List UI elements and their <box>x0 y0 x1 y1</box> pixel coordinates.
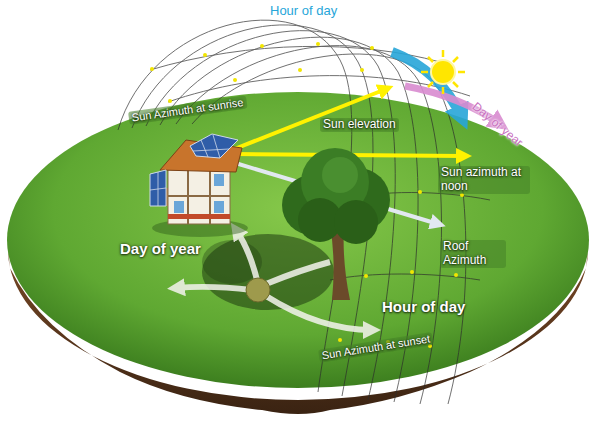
art-part <box>236 230 258 284</box>
art-part <box>454 273 458 277</box>
tree <box>282 148 390 300</box>
art-part <box>174 201 184 213</box>
art-part <box>453 82 458 87</box>
axis-label: Hour of day <box>382 298 465 315</box>
art-part <box>330 274 480 280</box>
art-part <box>392 52 462 118</box>
art-part <box>201 140 208 157</box>
axis-label: Day of year <box>120 240 201 257</box>
angle-label: Roof Azimuth <box>440 240 506 268</box>
art-part <box>334 200 378 244</box>
art-part <box>364 274 368 278</box>
art-part <box>360 68 364 72</box>
art-part <box>266 296 372 330</box>
art-part <box>132 25 373 396</box>
art-part <box>460 193 464 197</box>
art-part <box>168 195 230 197</box>
arc-label: Hour of day <box>270 4 337 19</box>
art-part <box>150 67 154 71</box>
art-part <box>298 68 302 72</box>
art-part <box>428 57 433 62</box>
art-part <box>168 99 172 103</box>
angle-label: Sun elevation <box>320 118 399 132</box>
art-part <box>266 262 330 284</box>
art-part <box>190 134 238 158</box>
art-part <box>316 42 320 46</box>
art-part <box>150 170 166 206</box>
art-part <box>442 50 445 57</box>
art-part <box>421 50 465 94</box>
art-part <box>458 71 465 74</box>
art-part <box>193 149 229 151</box>
art-part <box>421 71 428 74</box>
art-part <box>322 157 358 193</box>
art-part <box>410 270 414 274</box>
art-part <box>213 135 220 158</box>
art-part <box>214 174 224 186</box>
angle-label: Sun azimuth at noon <box>438 166 530 194</box>
art-part <box>418 190 422 194</box>
house <box>150 134 248 237</box>
art-part <box>338 338 342 342</box>
observer-point <box>246 278 270 302</box>
art-part <box>453 57 458 62</box>
art-part <box>7 92 589 388</box>
art-part <box>150 188 166 190</box>
ground-disk <box>7 92 589 414</box>
art-part <box>431 60 455 84</box>
art-part <box>203 53 207 57</box>
art-part <box>233 78 237 82</box>
art-part <box>442 87 445 94</box>
art-part <box>370 46 374 50</box>
sun-path-arcs <box>118 20 490 404</box>
art-part <box>260 44 264 48</box>
art-part <box>428 82 433 87</box>
art-part <box>168 214 230 219</box>
art-part <box>214 201 224 213</box>
art-part <box>168 168 230 224</box>
art-part <box>176 287 252 290</box>
sun-symbol <box>421 50 465 94</box>
